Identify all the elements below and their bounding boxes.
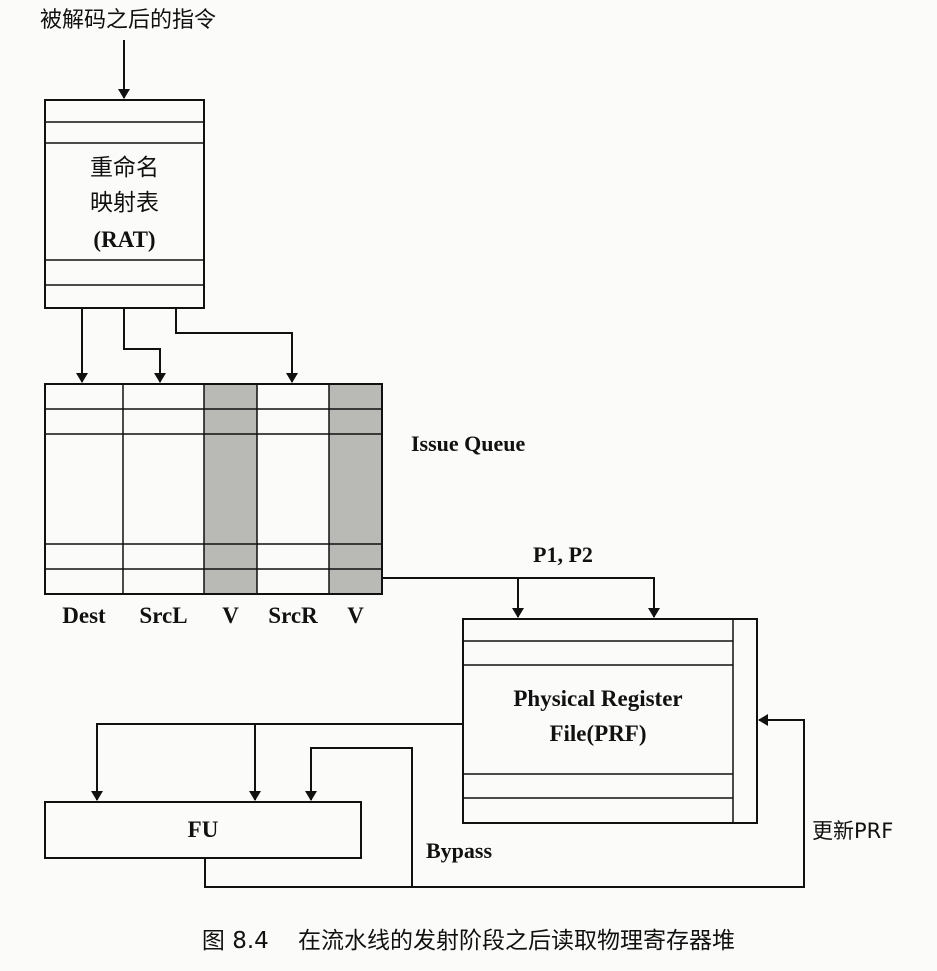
input-label: 被解码之后的指令 (40, 8, 217, 33)
read-ports-label: P1, P2 (533, 542, 593, 567)
issue-queue-table (44, 383, 383, 595)
column-label-v-right: V (347, 603, 364, 628)
column-label-srcl: SrcL (139, 603, 188, 628)
rat-label-line1: 重命名 (90, 155, 159, 181)
update-prf-arrow (204, 714, 805, 888)
issue-queue-title: Issue Queue (411, 431, 526, 456)
figure-caption: 图 8.4 在流水线的发射阶段之后读取物理寄存器堆 (201, 928, 736, 954)
valid-column-right-shade (329, 384, 382, 594)
rat-to-queue-arrows (76, 308, 298, 383)
fu-block (44, 801, 362, 859)
prf-label-line1: Physical Register (513, 686, 683, 711)
prf-to-fu-arrows (91, 723, 463, 801)
bypass-label: Bypass (426, 838, 493, 863)
rat-label-line2: 映射表 (90, 190, 159, 216)
column-label-v-left: V (222, 603, 239, 628)
prf-block (462, 618, 758, 824)
queue-to-prf-arrows (382, 577, 660, 618)
fu-label: FU (187, 817, 219, 842)
update-prf-label: 更新PRF (812, 819, 894, 843)
rat-label-line3: (RAT) (93, 227, 156, 252)
column-label-dest: Dest (62, 603, 106, 628)
result-path (204, 714, 805, 888)
bypass-arrow (305, 747, 413, 887)
valid-column-left-shade (204, 384, 257, 594)
column-label-srcr: SrcR (268, 603, 318, 628)
prf-label-line2: File(PRF) (549, 721, 647, 746)
